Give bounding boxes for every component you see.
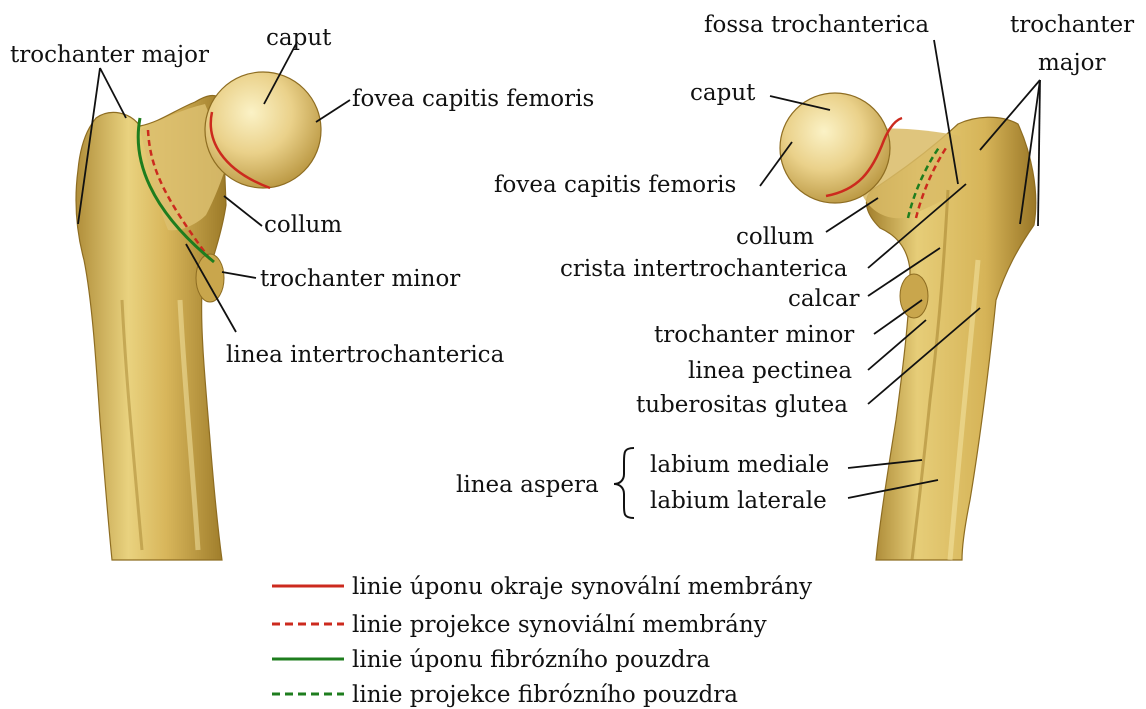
label-tuberositas-glutea: tuberositas glutea	[636, 392, 848, 418]
label-linea-aspera: linea aspera	[456, 472, 599, 498]
label-caput-right: caput	[690, 80, 756, 106]
left-femur-illustration	[76, 72, 321, 560]
label-fovea-left: fovea capitis femoris	[352, 86, 594, 112]
legend-text-synovial-attachment: linie úponu okraje synovální membrány	[352, 574, 812, 600]
label-collum-right: collum	[736, 224, 814, 250]
legend-text-fibrous-attachment: linie úponu fibrózního pouzdra	[352, 647, 711, 673]
label-crista-intertrochanterica: crista intertrochanterica	[560, 256, 848, 282]
label-trochanter-major-right-line1: trochanter	[1010, 12, 1134, 38]
left-lesser-trochanter	[196, 254, 224, 302]
label-calcar: calcar	[788, 286, 860, 312]
label-labium-laterale: labium laterale	[650, 488, 827, 514]
label-fossa-trochanterica: fossa trochanterica	[704, 12, 929, 38]
legend-text-synovial-projection: linie projekce synoviální membrány	[352, 612, 767, 638]
label-caput-left: caput	[266, 25, 332, 51]
label-linea-intertrochanterica: linea intertrochanterica	[226, 342, 505, 368]
label-trochanter-minor-left: trochanter minor	[260, 266, 460, 292]
right-femur-head	[780, 93, 890, 203]
left-femur-head	[205, 72, 321, 188]
label-linea-pectinea: linea pectinea	[688, 358, 852, 384]
label-labium-mediale: labium mediale	[650, 452, 829, 478]
label-collum-left: collum	[264, 212, 342, 238]
legend-text-fibrous-projection: linie projekce fibrózního pouzdra	[352, 682, 738, 708]
label-trochanter-major-left: trochanter major	[10, 42, 209, 68]
right-lesser-trochanter	[900, 274, 928, 318]
legend: linie úponu okraje synovální membrány li…	[272, 574, 812, 708]
label-trochanter-major-right-line2: major	[1038, 50, 1106, 76]
label-trochanter-minor-right: trochanter minor	[654, 322, 854, 348]
linea-aspera-brace	[614, 448, 634, 518]
label-fovea-right: fovea capitis femoris	[494, 172, 736, 198]
